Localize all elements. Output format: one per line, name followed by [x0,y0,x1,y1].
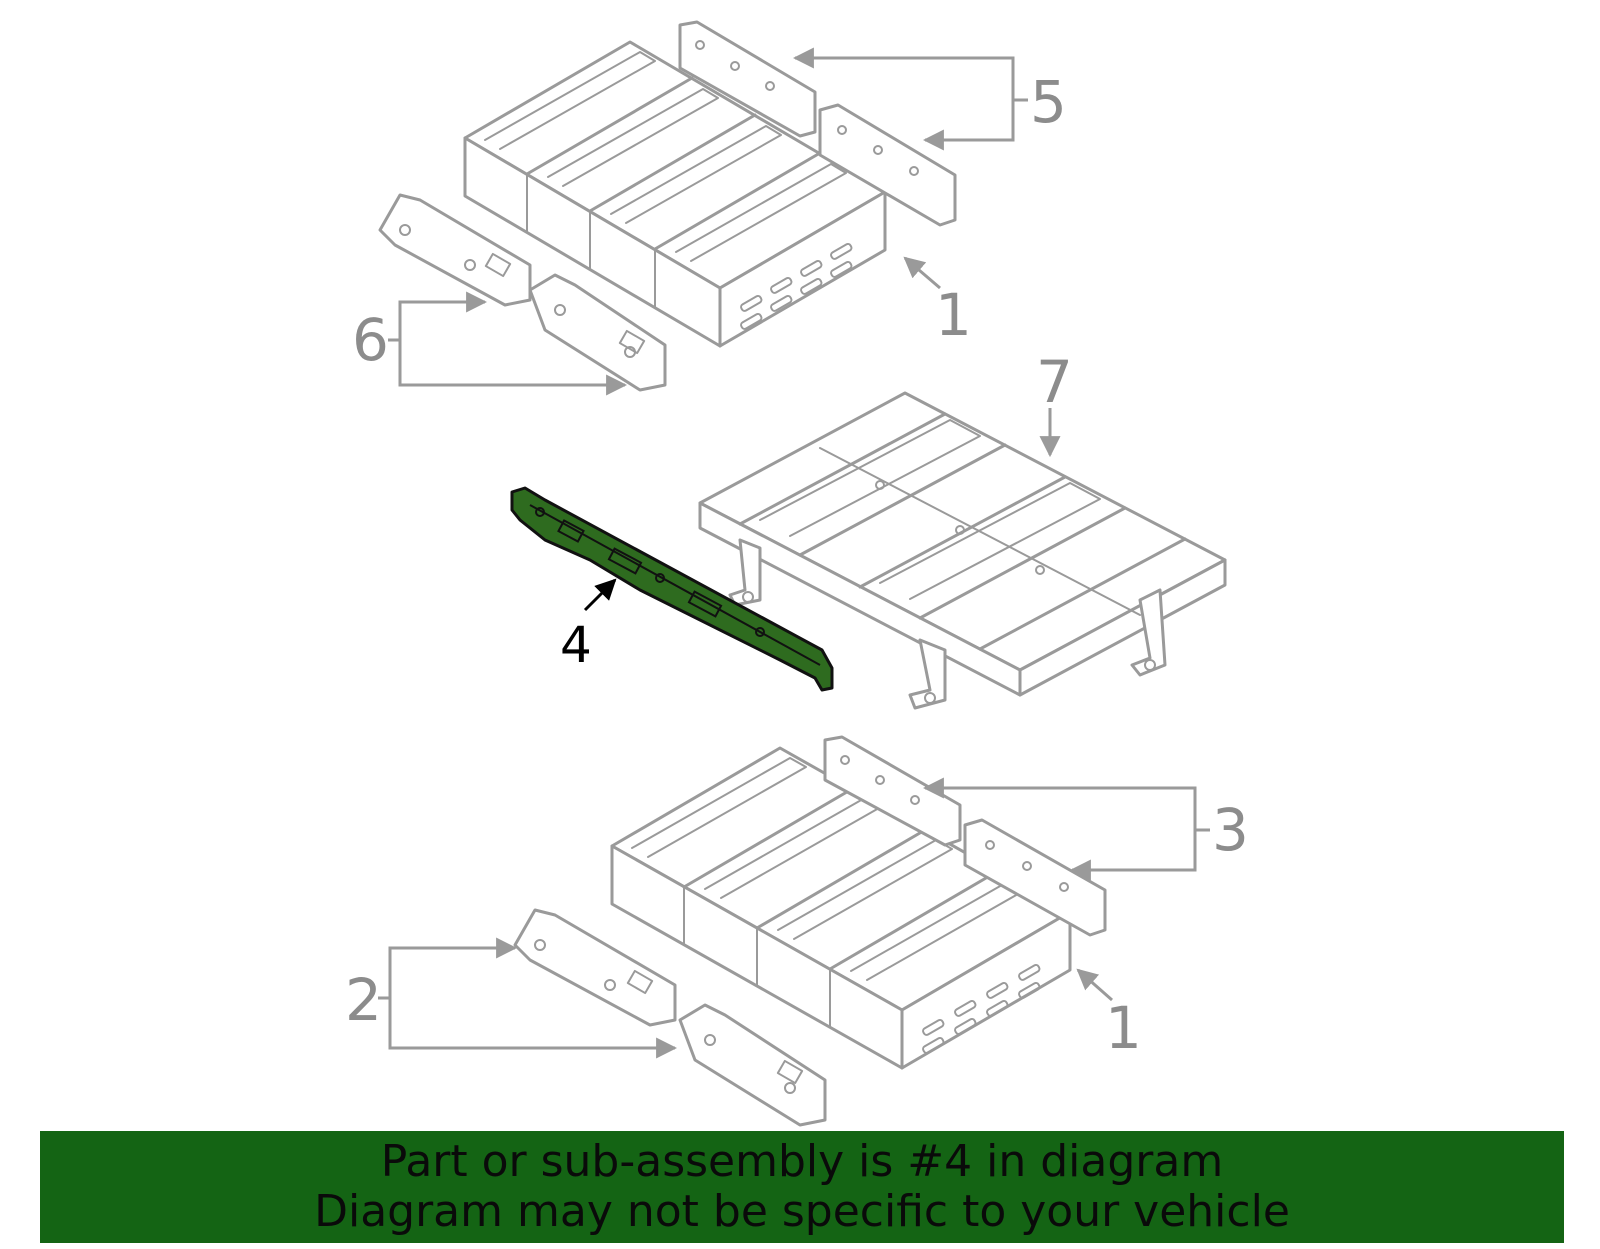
info-banner: Part or sub-assembly is #4 in diagram Di… [40,1131,1564,1243]
callout-7: 7 [1036,348,1073,416]
callout-5: 5 [1030,68,1067,136]
banner-line-2: Diagram may not be specific to your vehi… [314,1186,1290,1237]
highlighted-part-4 [510,486,834,692]
callout-4: 4 [560,616,592,674]
callout-2: 2 [345,966,382,1034]
callout-3: 3 [1212,796,1249,864]
leader-lines [378,47,1210,1059]
upper-right-brackets [678,20,957,227]
banner-line-1: Part or sub-assembly is #4 in diagram [380,1136,1224,1187]
upper-left-brackets [378,193,667,392]
callout-6: 6 [352,306,389,374]
lower-left-brackets [513,908,827,1127]
callout-1-upper: 1 [935,281,972,349]
callout-1-lower: 1 [1105,994,1142,1062]
upper-battery-module [463,40,887,348]
battery-tray [698,391,1227,710]
lower-right-brackets [823,735,1107,937]
